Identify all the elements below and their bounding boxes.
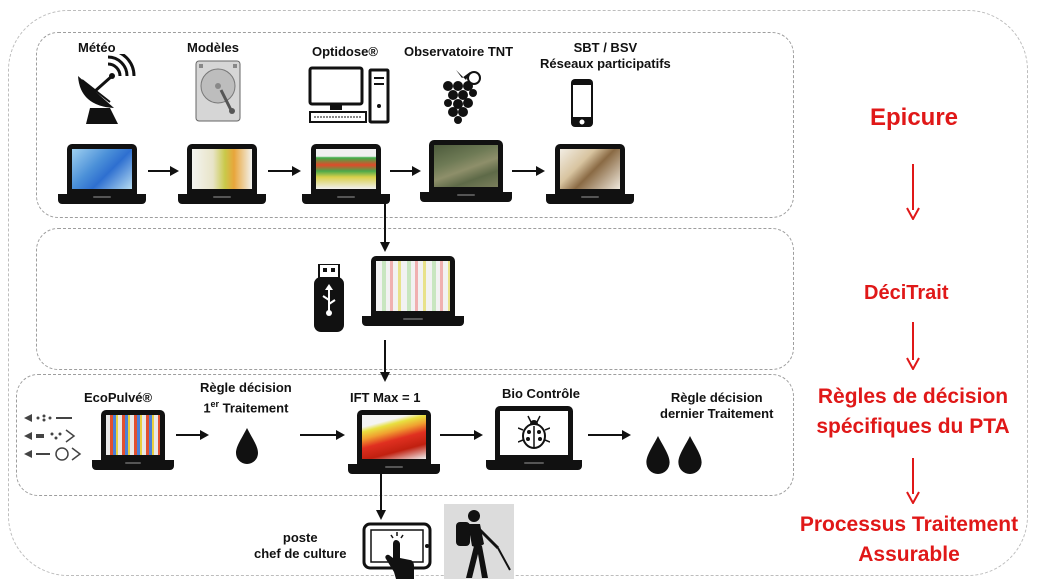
laptop-decitrait: [362, 256, 464, 326]
label-regle1-number: 1: [203, 400, 211, 416]
title-regles: Règles de décision spécifiques du PTA: [808, 382, 1018, 442]
arrow-ift-bio: [440, 430, 483, 440]
laptop-meteo: [58, 144, 146, 204]
red-arrow-1: [906, 164, 920, 220]
ladybug-icon: [518, 415, 550, 449]
hard-drive-icon: [195, 60, 241, 122]
red-arrow-2: [906, 322, 920, 370]
label-bio: Bio Contrôle: [502, 386, 580, 401]
water-drop-icon: [236, 428, 258, 464]
title-regles-line1: Règles de décision: [817, 385, 1009, 408]
laptop-sbt: [546, 144, 634, 204]
label-regle2-line2: dernier Traitement: [660, 406, 774, 421]
label-ift: IFT Max = 1: [350, 390, 421, 405]
water-drop-icon-2: [678, 436, 702, 474]
water-drop-icon-1: [646, 436, 670, 474]
grapes-icon: [443, 70, 481, 124]
arrow-bio-regle2: [588, 430, 631, 440]
label-ecopulve: EcoPulvé®: [84, 390, 153, 405]
title-processus: Processus Traitement Assurable: [786, 510, 1032, 570]
arrow-observatoire-sbt: [512, 166, 545, 176]
arrow-meteo-modeles: [148, 166, 179, 176]
backpack-sprayer-icon: [456, 510, 511, 578]
label-sbt-line1: SBT / BSV: [573, 40, 638, 55]
label-meteo: Météo: [78, 40, 116, 55]
smartphone-icon: [571, 79, 593, 127]
arrow-modeles-optidose: [268, 166, 301, 176]
label-regle1-line1: Règle décision: [200, 380, 292, 395]
label-regle2-line1: Règle décision: [670, 390, 763, 405]
satellite-dish-icon: [78, 54, 136, 124]
laptop-modeles: [178, 144, 266, 204]
laptop-optidose: [302, 144, 390, 204]
arrow-ift-down: [376, 474, 386, 520]
desktop-computer-icon: [308, 66, 390, 124]
tablet-touch-icon: [362, 522, 432, 579]
label-poste-line1: poste: [282, 530, 318, 545]
arrow-ecopulve-regle1: [176, 430, 209, 440]
label-sbt: SBT / BSV Réseaux participatifs: [540, 40, 671, 72]
label-poste: poste chef de culture: [254, 530, 346, 562]
spray-nozzles-icon: [24, 414, 82, 461]
arrow-optidose-down: [380, 204, 390, 252]
arrow-optidose-observatoire: [390, 166, 421, 176]
title-processus-line2: Assurable: [858, 543, 960, 566]
arrow-decitrait-down: [380, 340, 390, 382]
red-arrow-3: [906, 458, 920, 504]
label-sbt-line2: Réseaux participatifs: [540, 56, 671, 71]
label-modeles: Modèles: [187, 40, 240, 55]
label-regle2: Règle décision dernier Traitement: [660, 390, 773, 422]
label-optidose: Optidose®: [312, 44, 378, 59]
panel-epicure: [36, 32, 794, 218]
label-regle1-line2: 1er Traitement: [200, 396, 292, 416]
laptop-ecopulve: [92, 410, 174, 470]
arrow-regle1-ift: [300, 430, 345, 440]
laptop-ift: [348, 410, 440, 474]
usb-key-icon: [314, 264, 344, 332]
label-regle1-sup: er: [210, 399, 220, 409]
title-decitrait: DéciTrait: [864, 282, 949, 304]
label-regle1-rest: Traitement: [219, 400, 289, 416]
label-regle1: Règle décision 1er Traitement: [200, 380, 292, 416]
title-epicure: Epicure: [870, 104, 959, 131]
outer-frame: [8, 10, 1028, 576]
label-observatoire: Observatoire TNT: [404, 44, 514, 59]
laptop-observatoire: [420, 140, 512, 202]
label-poste-line2: chef de culture: [254, 546, 347, 561]
title-processus-line1: Processus Traitement: [799, 513, 1019, 536]
title-regles-line2: spécifiques du PTA: [816, 415, 1010, 438]
